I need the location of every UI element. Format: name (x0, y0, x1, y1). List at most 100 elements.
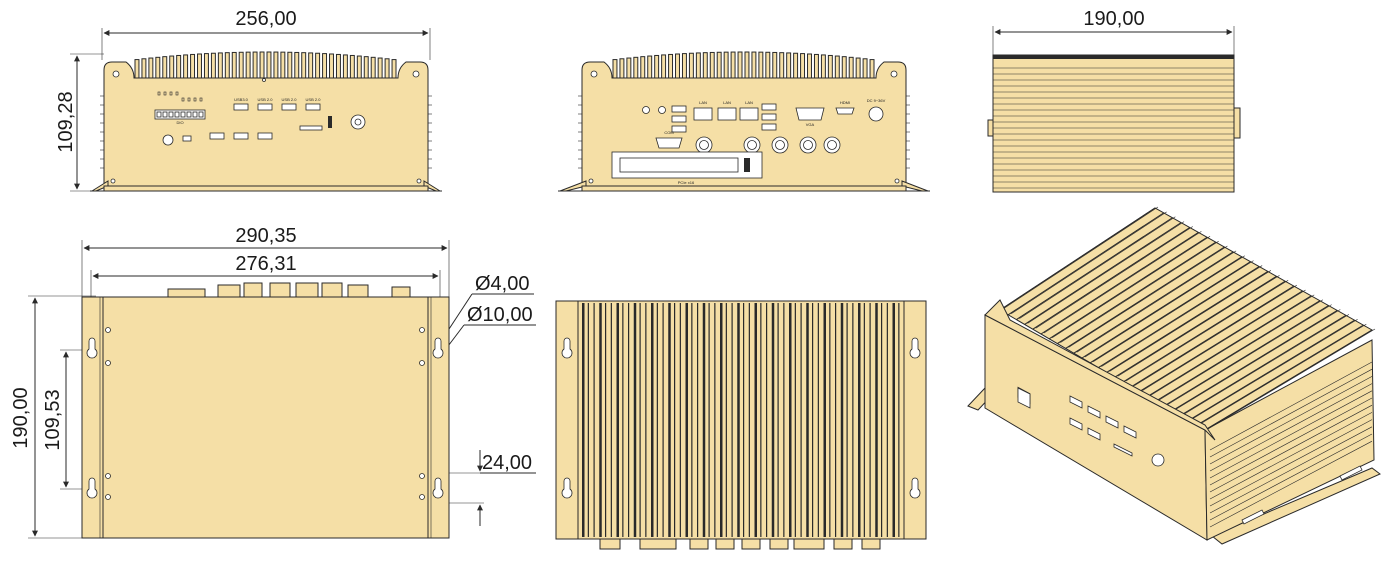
heatsink-fin (224, 52, 230, 81)
m12-connector-inner (699, 140, 709, 150)
iso-usb-port (1069, 395, 1083, 409)
hole-small-label: Ø4,00 (475, 273, 529, 295)
heatsink-fin (855, 57, 861, 81)
dio-pin (156, 111, 162, 118)
iso-fin-edge (1052, 236, 1211, 339)
dio-marker (169, 91, 173, 96)
heatsink-fin (155, 56, 161, 81)
m12-connector-inner (803, 140, 813, 150)
hole-large-label: Ø10,00 (467, 304, 533, 326)
edge-connector (599, 538, 621, 550)
iso-lan-port (1017, 387, 1031, 409)
iso-fin-edge (1207, 328, 1376, 430)
iso-fin-edge (1043, 231, 1202, 334)
keyhole-slot (909, 477, 921, 499)
iso-fin (1073, 251, 1234, 354)
iso-fin-edge (1175, 309, 1341, 411)
keyhole-slot (432, 337, 444, 359)
iso-flange (1211, 467, 1381, 545)
heatsink-fin (640, 56, 646, 81)
top-fin (582, 303, 585, 537)
heatsink-fin (702, 52, 708, 81)
vga-port (795, 107, 825, 121)
iso-fin (1032, 227, 1190, 330)
dio-marker (175, 91, 179, 96)
heatsink-fin (716, 51, 722, 81)
top-fin (800, 303, 802, 537)
front-width-label: 256,00 (235, 8, 296, 30)
top-fin (783, 303, 785, 537)
iso-fin (1057, 241, 1217, 345)
iso-fin (1007, 212, 1164, 316)
iso-fin-edge (1002, 206, 1159, 310)
iso-fin-edge (1076, 250, 1237, 353)
top-fin (674, 303, 676, 537)
overall-length-label: 290,35 (235, 225, 296, 247)
heatsink-fin (786, 52, 792, 81)
top-fin (691, 303, 693, 537)
dio-marker (187, 97, 191, 102)
top-fin (892, 303, 895, 537)
heatsink-fin (654, 54, 660, 81)
top-fin (846, 303, 848, 537)
iso-fin (1048, 236, 1208, 340)
top-fin (881, 303, 883, 537)
heatsink-fin (633, 56, 639, 81)
screw-icon (890, 70, 898, 78)
heatsink-fin (848, 56, 854, 81)
heatsink-fin (668, 53, 674, 81)
iso-fin (1106, 271, 1269, 373)
iso-usb-port (1123, 425, 1137, 439)
heatsink-fin (287, 51, 293, 81)
iso-side-rib (1209, 412, 1373, 500)
usb-label: USB 2.0 (258, 97, 274, 102)
iso-usb-port (1105, 415, 1119, 429)
keyhole-slot (86, 337, 98, 359)
screw-icon (112, 70, 120, 78)
iso-side-rib (1209, 376, 1373, 465)
usb-port (281, 103, 297, 111)
top-fin (766, 303, 768, 537)
edge-connector (639, 538, 677, 550)
iso-side-rib (1209, 426, 1373, 514)
heatsink-fin (148, 57, 154, 81)
top-fin (628, 303, 630, 537)
top-fin (610, 303, 612, 537)
iso-fin-edge (1142, 289, 1306, 391)
heatsink-fin (869, 59, 875, 81)
top-fin (622, 303, 624, 537)
top-fin (616, 303, 619, 537)
top-fin (639, 303, 641, 537)
iso-card-slot (1113, 443, 1133, 457)
iso-side-rib (1209, 368, 1373, 458)
heatsink-fin (335, 53, 341, 81)
top-fin (760, 303, 762, 537)
top-fin (743, 303, 745, 537)
iso-fin (1139, 290, 1303, 393)
bottom-plate (102, 296, 429, 539)
iso-fin-edge (1166, 304, 1332, 406)
heatsink-fin (217, 52, 223, 81)
front-view: 256,00 109,28 DIO USB3.0 USB 2.0 (55, 8, 442, 192)
top-fin (708, 303, 710, 537)
iso-fin (1130, 285, 1295, 388)
top-fin (587, 303, 589, 537)
iso-side-rib (1209, 440, 1373, 528)
usb-port (233, 132, 249, 140)
top-fin (593, 303, 595, 537)
top-fin (898, 303, 900, 537)
iso-fin-edge (1060, 240, 1219, 343)
dio-terminal-block (154, 109, 206, 120)
iso-fin-edge (1011, 211, 1167, 315)
heatsink-fin (758, 51, 764, 81)
heatsink-fin (377, 57, 383, 81)
edge-connector (295, 282, 319, 298)
top-fin (668, 303, 671, 537)
heatsink-fin (807, 53, 812, 81)
usb-label: USB 2.0 (306, 97, 322, 102)
iso-side-rib (1209, 390, 1373, 479)
heatsink-fin (356, 55, 362, 81)
iso-fin (1204, 329, 1373, 431)
heatsink-fin (820, 54, 826, 81)
